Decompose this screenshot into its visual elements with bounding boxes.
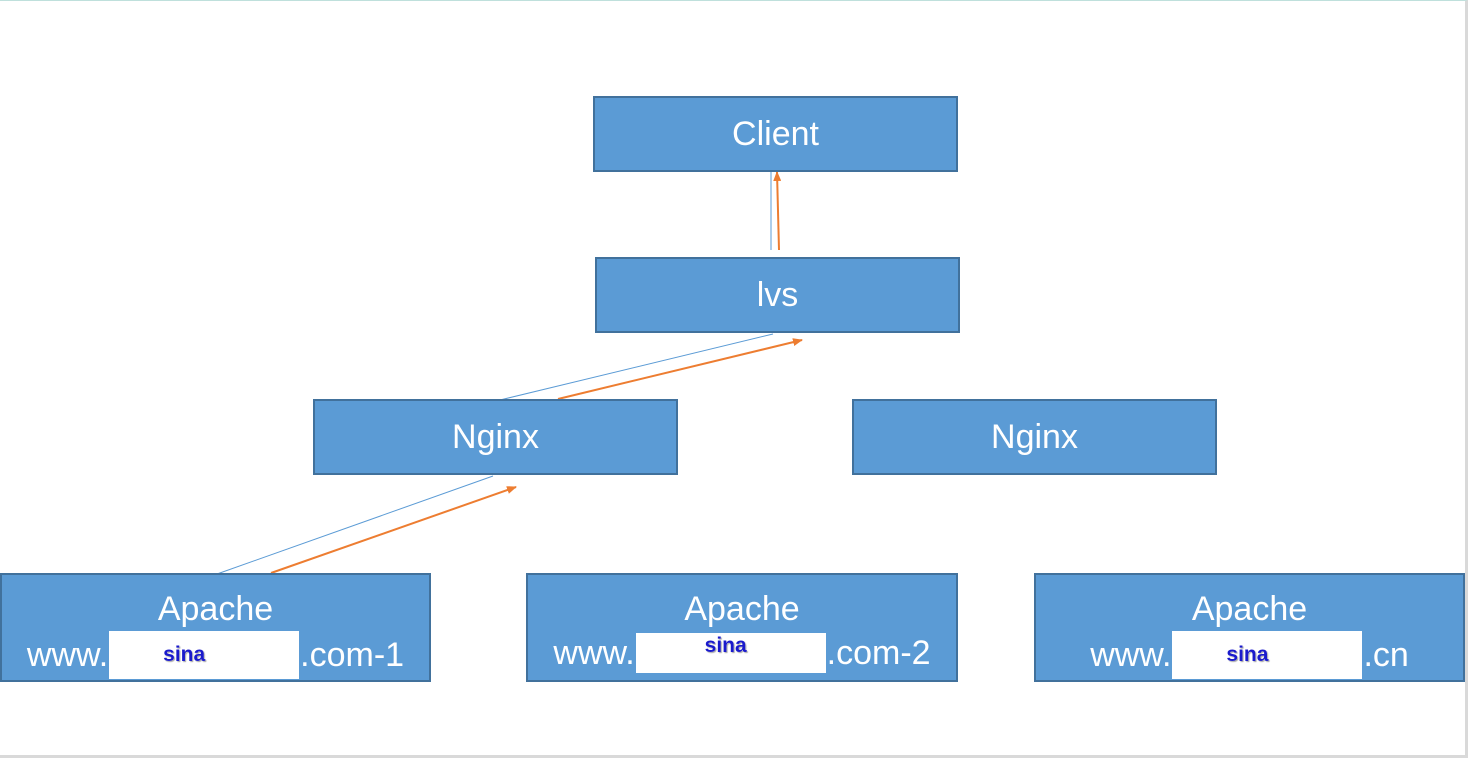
redaction-mask: sina xyxy=(1172,631,1363,679)
apache-1-domain: www. sina .com-1 xyxy=(27,631,404,679)
mask-label: sina xyxy=(163,643,206,666)
arrow-apache1-to-nginx1 xyxy=(270,486,517,574)
apache-2-suffix: .com-2 xyxy=(826,634,931,672)
redaction-mask: sina xyxy=(109,631,300,679)
apache-3-prefix: www. xyxy=(1090,636,1172,674)
client-label: Client xyxy=(732,114,819,153)
apache-1-title: Apache xyxy=(157,590,274,628)
mask-label: sina xyxy=(704,634,747,657)
apache-2-prefix: www. xyxy=(553,634,635,672)
apache-3-suffix: .cn xyxy=(1363,636,1409,674)
apache-2-title: Apache xyxy=(684,590,800,628)
mask-label: sina xyxy=(1226,643,1269,666)
apache-node-3: Apache www. sina .cn xyxy=(1034,573,1465,682)
apache-1-prefix: www. xyxy=(26,636,109,674)
client-node: Client xyxy=(593,96,958,172)
arrow-lvs-to-client xyxy=(773,171,782,251)
apache-node-2: Apache www. sina .com-2 xyxy=(526,573,958,682)
lvs-label: lvs xyxy=(756,275,799,314)
nginx-left-label: Nginx xyxy=(452,417,539,456)
lvs-node: lvs xyxy=(595,257,960,333)
nginx-right-label: Nginx xyxy=(991,417,1078,456)
nginx-node-right: Nginx xyxy=(852,399,1217,475)
apache-3-title: Apache xyxy=(1191,590,1308,628)
redaction-mask: sina xyxy=(635,633,826,673)
apache-1-suffix: .com-1 xyxy=(300,636,405,674)
link-apache1-nginx1-blue xyxy=(216,475,494,575)
apache-node-1: Apache www. sina .com-1 xyxy=(0,573,431,682)
nginx-node-left: Nginx xyxy=(313,399,678,475)
apache-3-domain: www. sina .cn xyxy=(1090,631,1409,679)
link-nginx1-lvs-blue xyxy=(499,333,774,401)
arrow-nginx1-to-lvs xyxy=(557,338,803,400)
apache-2-domain: www. sina .com-2 xyxy=(553,631,931,675)
